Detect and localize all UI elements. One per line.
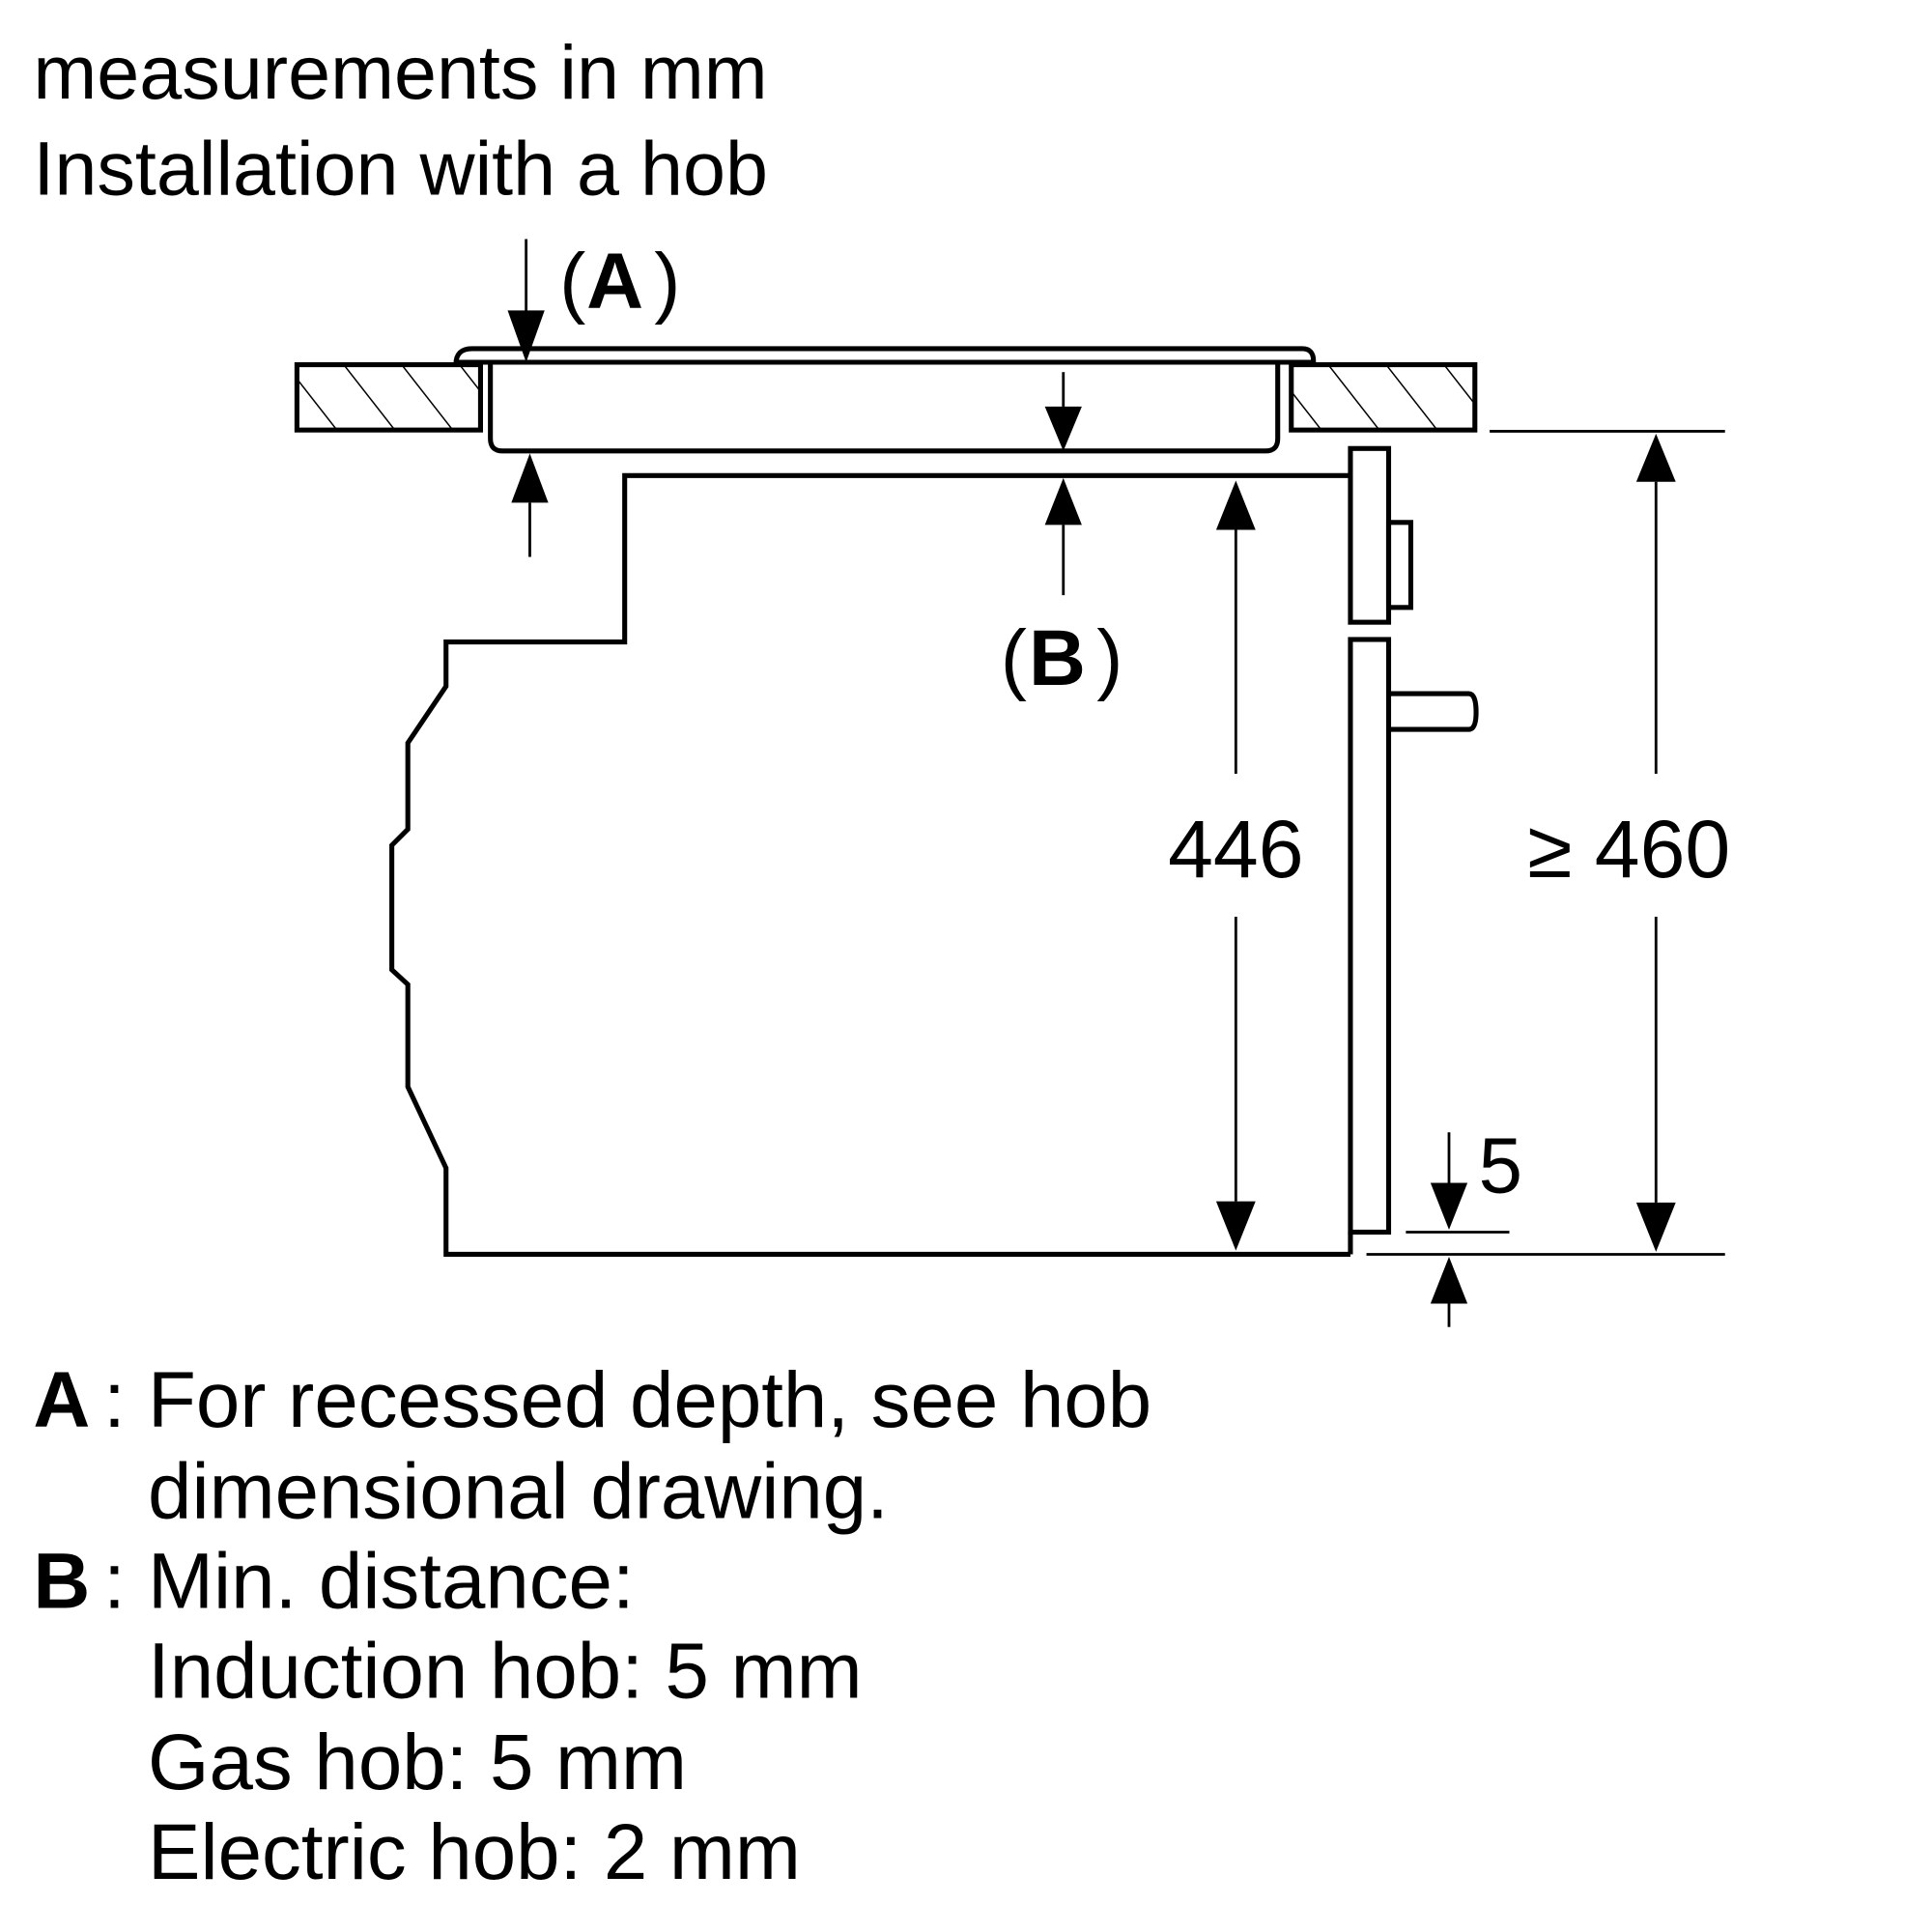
label-b: B (1029, 614, 1086, 702)
label-a-close: ) (654, 238, 680, 326)
label-a: A (586, 238, 643, 326)
dimension-460 (1366, 430, 1725, 1256)
dim-446-label: 446 (1168, 804, 1303, 895)
oven-front (1348, 445, 1479, 1255)
legend-b-line4: Electric hob: 2 mm (148, 1808, 801, 1896)
label-b-close: ) (1096, 614, 1122, 702)
header-title: Installation with a hob (33, 126, 768, 212)
header-units: measurements in mm (33, 29, 767, 115)
dimension-a (507, 239, 549, 557)
legend-key-b: B (33, 1538, 90, 1626)
legend-a-line2: dimensional drawing. (148, 1447, 889, 1535)
legend-sep-b: : (103, 1538, 126, 1626)
dim-460-label: ≥ 460 (1527, 804, 1730, 895)
legend-key-a: A (33, 1356, 90, 1444)
worktop-right (1289, 362, 1478, 433)
legend-a-line1: For recessed depth, see hob (148, 1356, 1151, 1444)
hob (453, 346, 1317, 454)
dim-5-label: 5 (1479, 1122, 1522, 1210)
legend: A : For recessed depth, see hob dimensio… (33, 1356, 1151, 1896)
label-b-open: ( (1001, 614, 1027, 702)
legend-sep-a: : (103, 1356, 126, 1444)
legend-b-line2: Induction hob: 5 mm (148, 1628, 863, 1716)
dimension-5 (1406, 1132, 1510, 1327)
door-handle (1388, 691, 1479, 732)
label-a-open: ( (559, 238, 585, 326)
legend-b-line1: Min. distance: (148, 1538, 635, 1626)
worktop-left (294, 362, 483, 433)
legend-b-line3: Gas hob: 5 mm (148, 1719, 687, 1806)
oven-body (389, 472, 1350, 1258)
dimension-b (1044, 372, 1082, 596)
control-knob (1385, 520, 1414, 611)
dimension-446 (1215, 480, 1256, 1251)
